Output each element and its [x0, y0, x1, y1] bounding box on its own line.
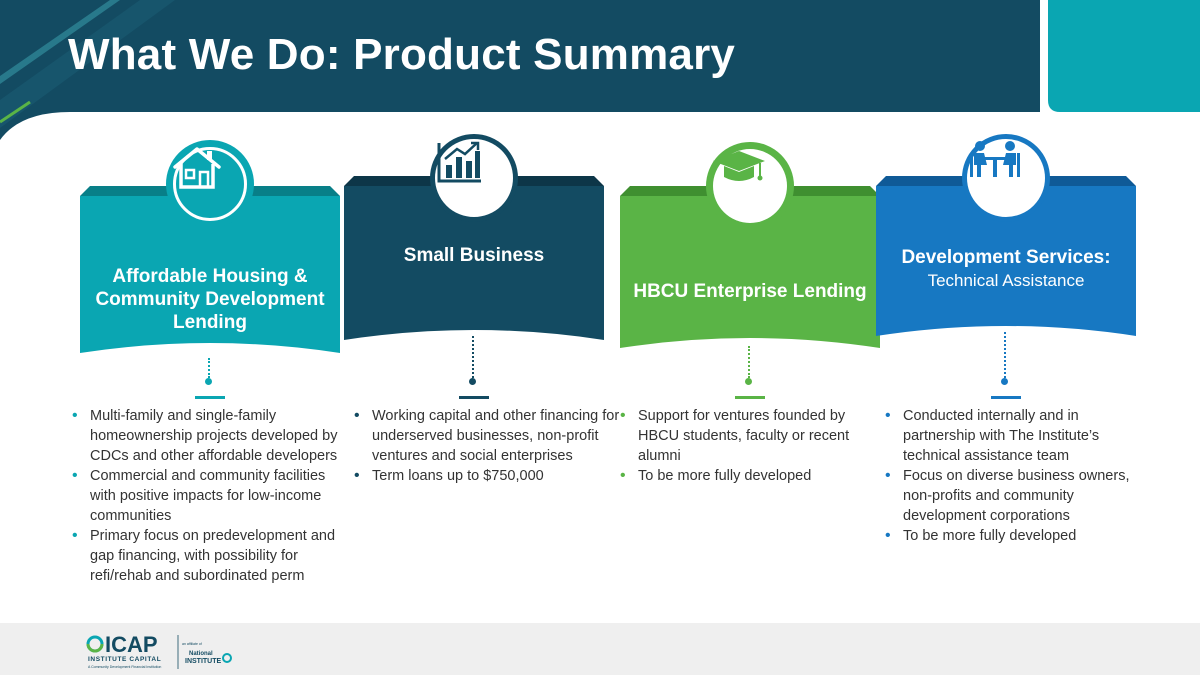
connector-dot	[469, 378, 476, 385]
connector-bar	[195, 396, 225, 399]
card-title: HBCU Enterprise Lending	[633, 281, 867, 302]
svg-text:A Community Development Financ: A Community Development Financial Instit…	[88, 665, 161, 669]
list-item: Multi-family and single-family homeowner…	[72, 406, 342, 466]
list-item: Focus on diverse business owners, non-pr…	[885, 466, 1135, 526]
connector-dot	[1001, 378, 1008, 385]
list-item: Working capital and other financing for …	[354, 406, 624, 466]
svg-text:INSTITUTE: INSTITUTE	[185, 658, 221, 665]
card-banner: Affordable Housing & Community Developme…	[80, 140, 340, 358]
icap-logo-graphic: ICAP INSTITUTE CAPITAL A Community Devel…	[86, 632, 232, 669]
card-title: Affordable Housing & Community Developme…	[95, 266, 325, 333]
header-background	[0, 0, 1200, 140]
connector-dot	[745, 378, 752, 385]
icon-circle	[430, 134, 518, 222]
list-item: Primary focus on predevelopment and gap …	[72, 526, 342, 586]
list-item: To be more fully developed	[620, 466, 870, 486]
list-item: Conducted internally and in partnership …	[885, 406, 1135, 466]
card-banner: Small Business	[344, 134, 604, 358]
bullet-list-development-services: Conducted internally and in partnership …	[885, 406, 1135, 546]
connector-bar	[991, 396, 1021, 399]
icon-circle	[962, 134, 1050, 222]
card-title-main: Development Services:	[901, 247, 1111, 268]
svg-text:National: National	[189, 651, 213, 657]
connector-line	[1004, 332, 1006, 378]
card-title: Development Services: Technical Assistan…	[886, 246, 1126, 292]
connector-line	[472, 336, 474, 378]
bar-chart-icon	[437, 141, 481, 183]
list-item: Term loans up to $750,000	[354, 466, 624, 486]
icon-circle	[706, 142, 794, 230]
svg-text:INSTITUTE CAPITAL: INSTITUTE CAPITAL	[88, 656, 161, 663]
card-banner: HBCU Enterprise Lending	[620, 142, 880, 358]
banner-shape	[80, 186, 340, 353]
list-item: Support for ventures founded by HBCU stu…	[620, 406, 870, 466]
connector-dot	[205, 378, 212, 385]
card-banner: Development Services: Technical Assistan…	[876, 134, 1136, 358]
connector-bar	[459, 396, 489, 399]
card-subtitle: Technical Assistance	[927, 271, 1085, 290]
icap-logo: ICAP INSTITUTE CAPITAL A Community Devel…	[86, 629, 236, 671]
bullet-list-small-business: Working capital and other financing for …	[354, 406, 624, 486]
footer-bar: ICAP INSTITUTE CAPITAL A Community Devel…	[0, 623, 1200, 675]
connector-line	[208, 358, 210, 378]
icon-circle	[166, 140, 254, 228]
bullet-list-affordable-housing: Multi-family and single-family homeowner…	[72, 406, 342, 586]
banner-shape	[876, 176, 1136, 336]
page-title: What We Do: Product Summary	[68, 30, 736, 79]
list-item: To be more fully developed	[885, 526, 1135, 546]
svg-text:ICAP: ICAP	[105, 632, 158, 657]
svg-text:an affiliate of: an affiliate of	[182, 642, 202, 646]
connector-bar	[735, 396, 765, 399]
graduation-cap-icon	[713, 151, 765, 181]
header-banner: What We Do: Product Summary	[0, 0, 1200, 140]
card-title: Small Business	[403, 245, 545, 266]
house-icon	[173, 147, 221, 189]
connector-line	[748, 346, 750, 378]
meeting-icon	[970, 141, 1020, 177]
bullet-list-hbcu-enterprise: Support for ventures founded by HBCU stu…	[620, 406, 870, 486]
list-item: Commercial and community facilities with…	[72, 466, 342, 526]
